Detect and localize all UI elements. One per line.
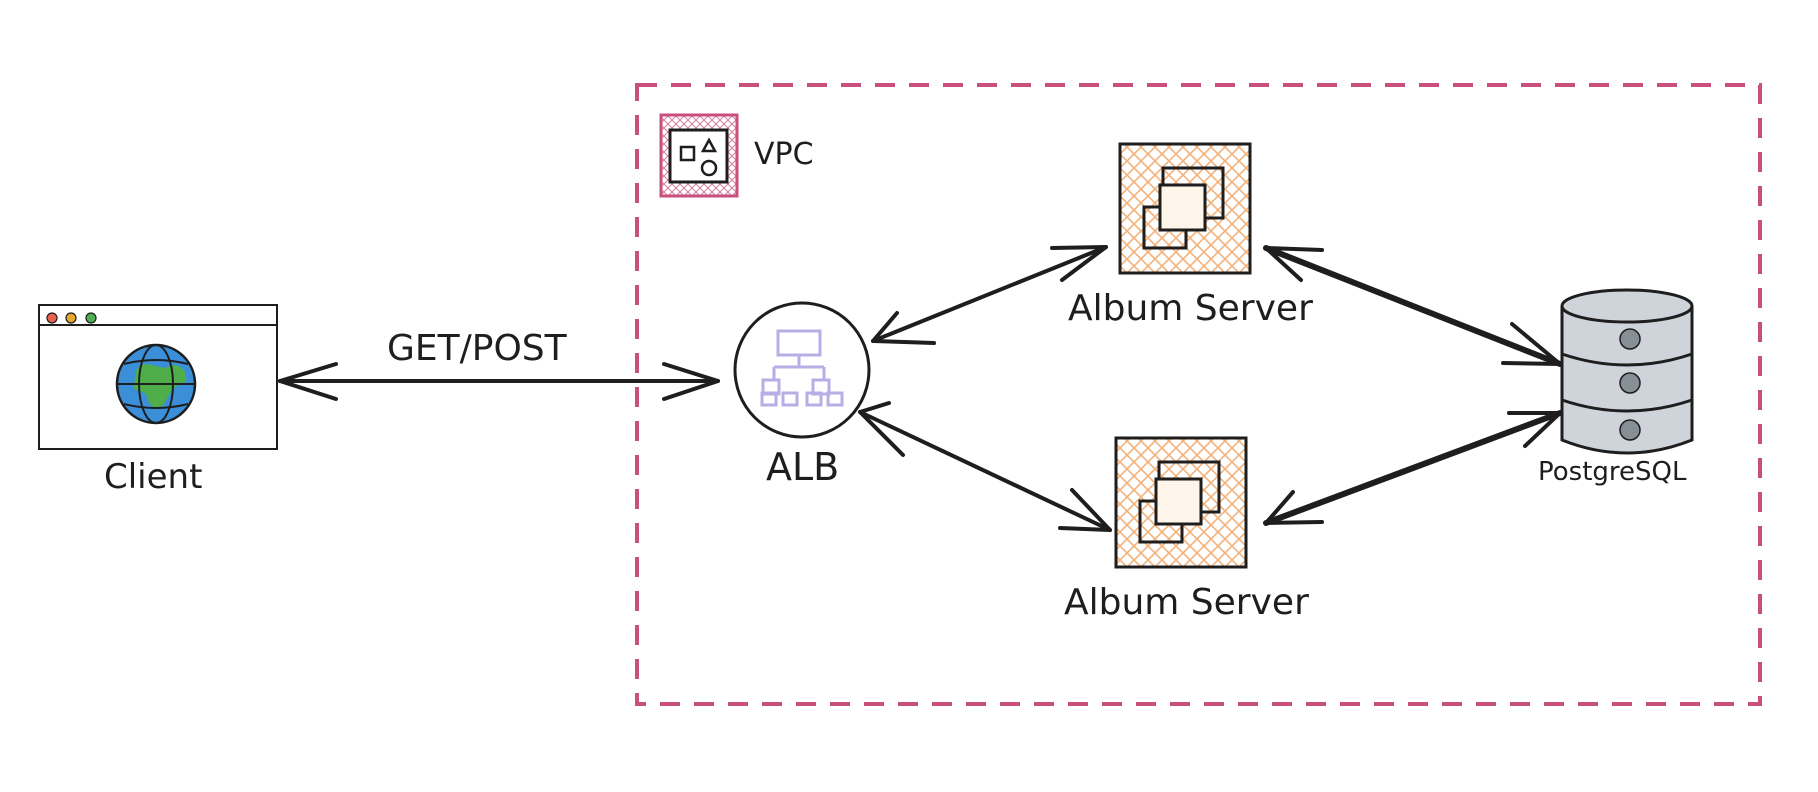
stacked-instances-icon — [1118, 142, 1252, 275]
alb-server-top-arrow — [871, 245, 1108, 345]
client-label: Client — [104, 457, 202, 497]
album-server-top-label: Album Server — [1068, 288, 1313, 329]
alb-server-bottom-arrow — [858, 401, 1112, 532]
server-bottom-db-arrow — [1263, 410, 1563, 526]
client-alb-arrow — [278, 362, 720, 401]
stacked-instances-icon — [1114, 436, 1248, 569]
postgresql-label: PostgreSQL — [1538, 457, 1687, 487]
browser-globe-icon — [38, 304, 278, 450]
album-server-bottom-label: Album Server — [1064, 582, 1309, 623]
server-top-db-arrow — [1263, 245, 1563, 367]
alb-label: ALB — [766, 445, 839, 489]
database-cylinder-icon — [1560, 288, 1694, 455]
vpc-label: VPC — [754, 137, 814, 172]
shapes-icon — [659, 113, 739, 198]
get-post-edge-label: GET/POST — [387, 328, 568, 369]
vpc-boundary — [635, 83, 1762, 706]
network-hierarchy-icon — [733, 301, 871, 439]
globe-icon — [115, 343, 197, 425]
